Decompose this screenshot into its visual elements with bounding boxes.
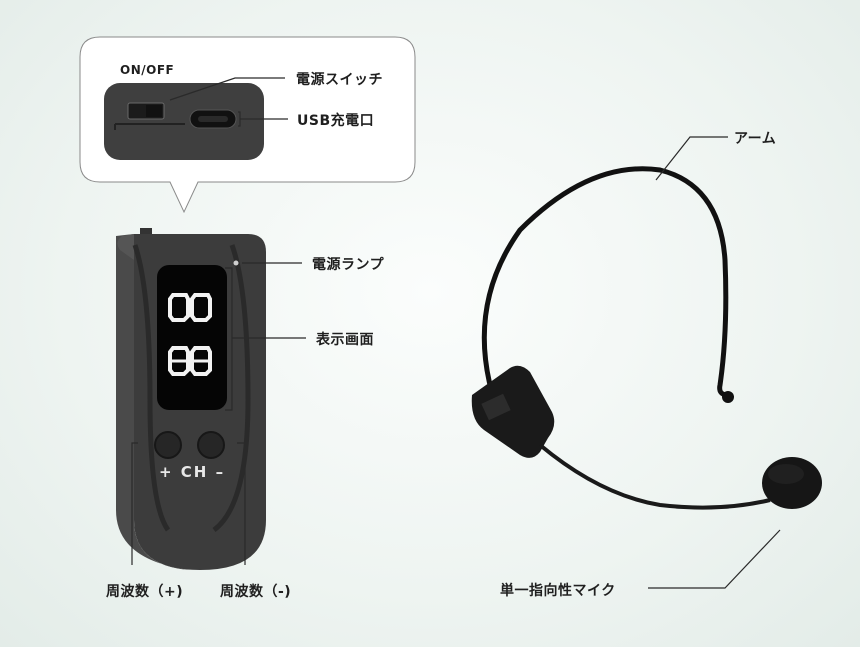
callout-bubble xyxy=(79,36,416,214)
power-lamp xyxy=(233,260,239,266)
freq-minus-button xyxy=(197,431,225,459)
switch-state-label: ON/OFF xyxy=(120,63,175,77)
mic-label: 単一指向性マイク xyxy=(500,583,616,599)
bodypack-transmitter xyxy=(116,228,266,570)
freq-minus-label: 周波数（-) xyxy=(220,584,292,600)
headset-arm xyxy=(481,166,731,398)
power-switch-label: 電源スイッチ xyxy=(296,72,383,88)
callout-device-top xyxy=(104,83,264,160)
channel-label: + CH – xyxy=(159,463,226,481)
display-digits xyxy=(168,293,212,376)
usb-port-label: USB充電口 xyxy=(297,113,375,129)
freq-plus-button xyxy=(154,431,182,459)
leader-lines xyxy=(131,77,781,589)
arm-label: アーム xyxy=(734,131,777,147)
display-label: 表示画面 xyxy=(316,332,374,348)
freq-plus-label: 周波数（+) xyxy=(106,584,184,600)
headset-clip xyxy=(471,365,555,458)
display-screen xyxy=(157,265,227,410)
headset-microphone xyxy=(471,166,822,510)
mic-gooseneck xyxy=(538,443,771,510)
power-lamp-label: 電源ランプ xyxy=(312,257,385,273)
